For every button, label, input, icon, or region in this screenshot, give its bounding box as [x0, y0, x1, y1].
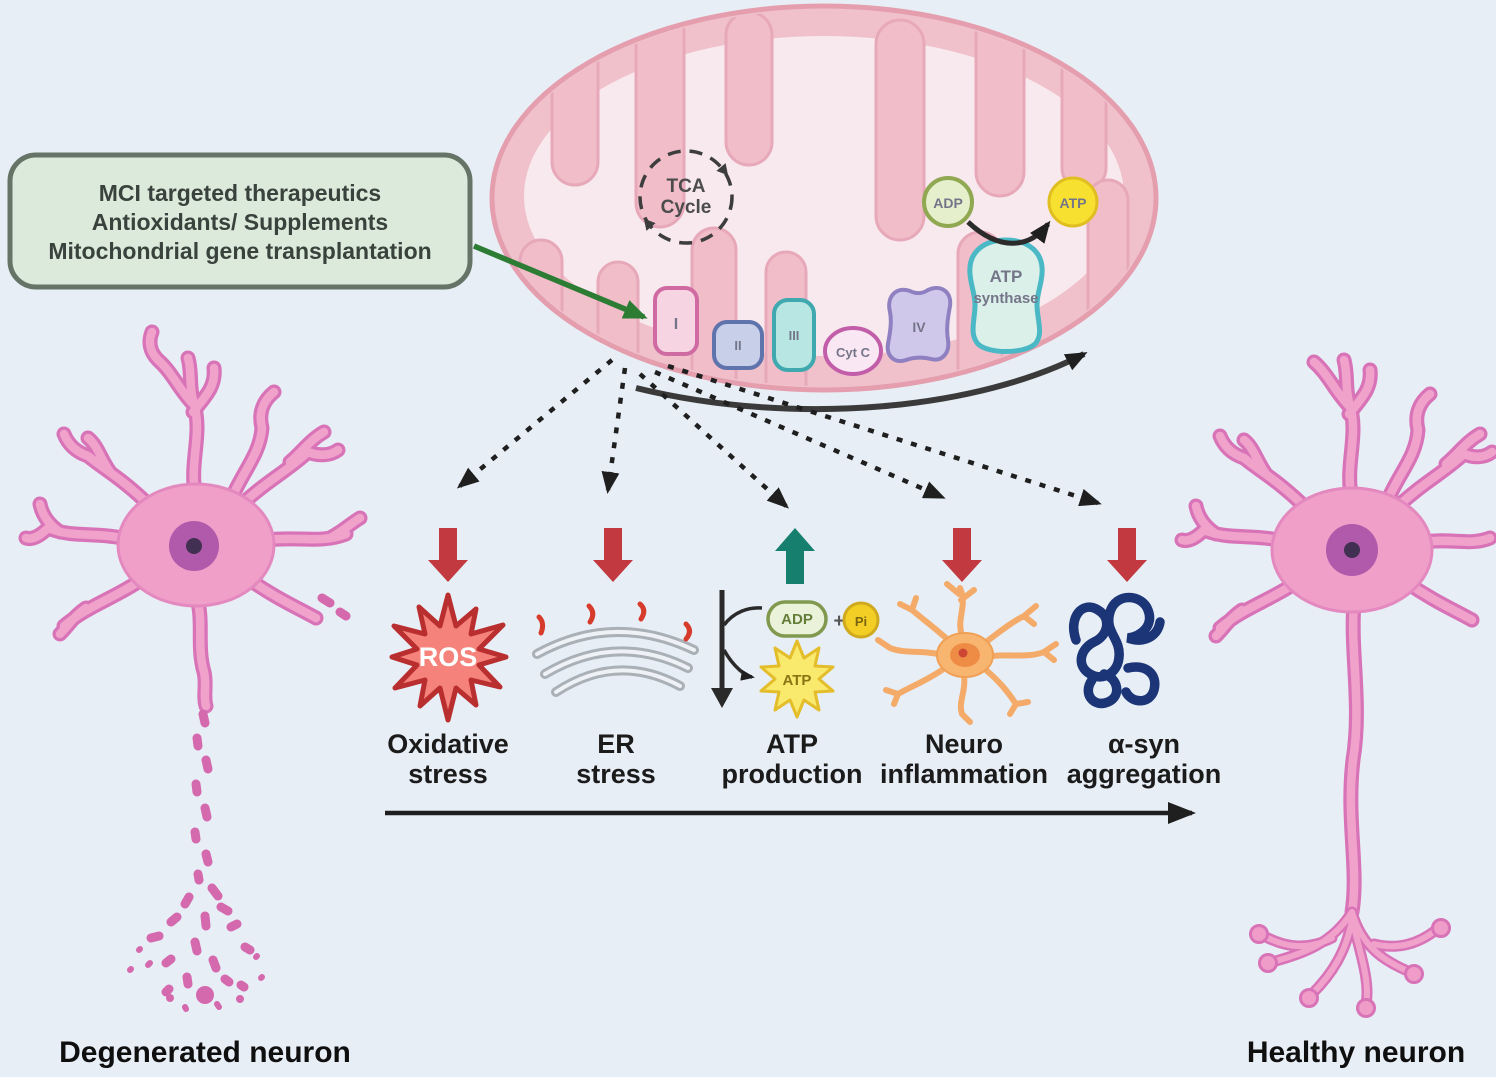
complex-ii-label: II — [734, 338, 741, 353]
asyn-label-line2: aggregation — [1067, 759, 1222, 789]
misfolded-protein-icon — [586, 603, 596, 625]
adp-to-atp-icon: ADP + Pi ATP — [711, 590, 880, 719]
degenerated-neuron: Degenerated neuron — [26, 332, 360, 1069]
atp-label: ATP — [1060, 195, 1087, 211]
dashed-arrow-asyn — [667, 363, 1102, 507]
microglia-icon — [875, 581, 1059, 725]
atp-synthase: ATP synthase — [967, 237, 1045, 354]
etc-flow-arrow — [635, 351, 1088, 413]
plus-sign: + — [833, 611, 844, 632]
adp-to-atp-arrow — [966, 220, 1051, 246]
dashed-arrow-neuro — [654, 369, 946, 500]
tca-cycle: TCA Cycle — [638, 149, 734, 245]
er-label-line2: stress — [576, 759, 656, 789]
tca-circular-arrows-icon — [638, 149, 734, 245]
ros-label: ROS — [419, 642, 478, 672]
effect-er-stress: ER stress — [532, 528, 699, 789]
fragmented-axon — [127, 593, 351, 1012]
atp-label-line2: production — [722, 759, 863, 789]
dashed-arrow-oxidative — [456, 358, 614, 489]
complex-iii: III — [772, 298, 816, 372]
atp-synthase-label-line1: ATP — [990, 267, 1023, 286]
decrease-arrow — [1107, 528, 1147, 582]
therapeutics-target-arrow — [472, 243, 648, 320]
atp-burst-label: ATP — [783, 672, 812, 689]
complex-i: I — [653, 286, 699, 356]
neuro-label-line2: inflammation — [880, 759, 1048, 789]
degenerated-nucleolus — [186, 538, 202, 554]
tca-arrowhead-icon — [643, 218, 656, 231]
atp-synthase-label-line2: synthase — [973, 290, 1038, 307]
therapeutics-line1: MCI targeted therapeutics — [99, 180, 381, 206]
atp-burst-icon — [759, 639, 835, 719]
er-tubules-icon — [532, 601, 699, 697]
adp-pill-label: ADP — [781, 611, 813, 628]
adp-label: ADP — [933, 195, 963, 211]
complex-iv-label: IV — [912, 319, 926, 335]
therapeutics-box: MCI targeted therapeutics Antioxidants/ … — [7, 152, 473, 290]
increase-arrow — [775, 528, 815, 584]
healthy-nucleolus — [1344, 542, 1360, 558]
dashed-arrow-er — [601, 367, 628, 494]
degenerated-neuron-label: Degenerated neuron — [59, 1036, 351, 1069]
tca-label-line2: Cycle — [661, 197, 712, 218]
cyt-c-label: Cyt C — [836, 345, 871, 360]
ros-burst-icon: ROS — [389, 592, 509, 723]
misfolded-protein-icon — [637, 601, 647, 622]
therapeutics-line3: Mitochondrial gene transplantation — [48, 238, 431, 264]
cytochrome-c: Cyt C — [823, 326, 883, 376]
decrease-arrow — [428, 528, 468, 582]
misfolded-protein-icon — [683, 621, 692, 642]
pi-label: Pi — [855, 614, 867, 629]
down-arrowhead-icon — [711, 688, 733, 708]
complex-i-label: I — [674, 316, 678, 333]
tca-label-line1: TCA — [666, 176, 705, 197]
effect-oxidative-stress: ROS Oxidative stress — [387, 528, 509, 789]
tca-arrowhead-icon — [716, 163, 729, 176]
decrease-arrow — [942, 528, 982, 582]
asyn-label-line1: α-syn — [1108, 729, 1180, 759]
synaptic-boutons — [1249, 918, 1451, 1018]
complex-ii: II — [712, 320, 764, 370]
adp-molecule: ADP — [922, 176, 974, 228]
dashed-effect-arrows — [456, 358, 1102, 509]
healthy-neuron: Healthy neuron — [1182, 360, 1492, 1069]
misfolded-protein-icon — [536, 614, 546, 636]
dashed-arrow-atp — [638, 372, 789, 509]
effect-asyn-aggregation: α-syn aggregation — [1067, 528, 1222, 789]
neuro-label-line1: Neuro — [925, 729, 1003, 759]
atp-molecule: ATP — [1047, 176, 1099, 228]
mitochondrion: TCA Cycle I II III Cyt C IV ATP synthase — [489, 3, 1159, 413]
decrease-arrow — [593, 528, 633, 582]
effect-neuro-inflammation: Neuro inflammation — [875, 528, 1059, 789]
effect-atp-production: ADP + Pi ATP ATP production — [711, 528, 880, 789]
complex-iv: IV — [885, 286, 953, 363]
healthy-neuron-label: Healthy neuron — [1247, 1036, 1465, 1069]
oxidative-label-line2: stress — [408, 759, 488, 789]
atp-label-line1: ATP — [766, 729, 818, 759]
therapeutics-line2: Antioxidants/ Supplements — [92, 209, 388, 235]
asyn-tangle-icon — [1068, 592, 1165, 709]
er-label-line1: ER — [597, 729, 635, 759]
complex-iii-label: III — [789, 328, 800, 343]
oxidative-label-line1: Oxidative — [387, 729, 509, 759]
